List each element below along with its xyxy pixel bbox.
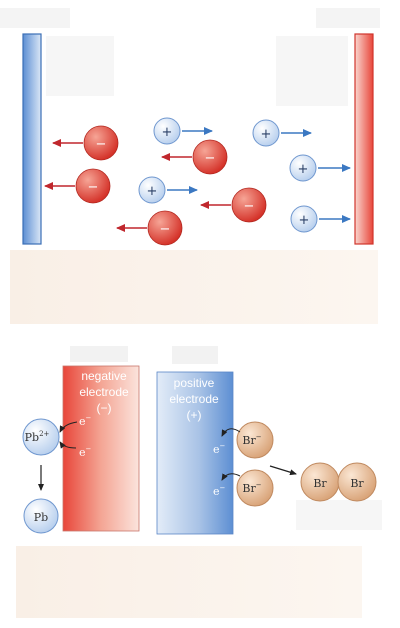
cation <box>252 119 280 147</box>
blank-label-box <box>46 36 114 96</box>
bromide-ion-label: Br− <box>242 433 261 447</box>
cation-sign: + <box>147 184 158 199</box>
electron-path <box>221 473 241 481</box>
bromine-atom-label: Br <box>350 477 364 490</box>
electron-label: e− <box>213 484 226 498</box>
anion <box>147 210 183 246</box>
positive-electrode-label-line1: positive <box>174 376 215 390</box>
cation <box>138 176 166 204</box>
anion <box>75 168 111 204</box>
cation-sign: + <box>298 162 309 177</box>
cation-group: + + + + + <box>138 117 351 233</box>
bromine-atom <box>337 462 377 502</box>
electron-label: e− <box>79 414 92 428</box>
negative-electrode-label-line3: (−) <box>97 401 112 415</box>
lead-atom-label: Pb <box>34 511 48 524</box>
anion <box>83 125 119 161</box>
anion <box>231 187 267 223</box>
electron-path <box>221 428 241 437</box>
blank-label-box <box>172 346 218 364</box>
anion-sign: − <box>88 180 99 195</box>
bromine-atom-label: Br <box>313 477 327 490</box>
blank-label-box <box>70 346 128 362</box>
caption-box <box>10 250 378 324</box>
negative-electrode-label-line2: electrode <box>79 385 129 399</box>
negative-electrode-label-line1: negative <box>81 369 127 383</box>
blank-label-box <box>0 8 70 28</box>
cation-sign: + <box>162 125 173 140</box>
bromide-ion-label: Br− <box>242 481 261 495</box>
bromide-ion <box>236 469 274 507</box>
cation <box>153 117 181 145</box>
lead-ion <box>22 418 60 456</box>
electron-label: e− <box>213 442 226 456</box>
anion <box>192 139 228 175</box>
electron-path <box>59 441 77 449</box>
blank-label-box <box>296 500 382 530</box>
electron-label: e− <box>79 445 92 459</box>
caption-box <box>16 546 362 618</box>
cation <box>290 205 318 233</box>
negative-electrode <box>62 365 140 532</box>
anion-sign: − <box>96 137 107 152</box>
cation-sign: + <box>299 213 310 228</box>
anion-group: − − − − − <box>44 125 267 246</box>
electron-path <box>59 421 78 433</box>
top-positive-electrode <box>354 33 374 245</box>
lead-atom <box>23 498 59 534</box>
blank-label-box <box>316 8 380 28</box>
positive-electrode-label-line2: electrode <box>169 392 219 406</box>
anion-sign: − <box>160 222 171 237</box>
blank-label-box <box>276 36 348 106</box>
anion-sign: − <box>205 151 216 166</box>
positive-electrode-label-line3: (+) <box>187 408 202 422</box>
cation-sign: + <box>261 127 272 142</box>
bromide-ion <box>236 421 274 459</box>
positive-electrode <box>156 371 234 535</box>
cation <box>289 154 317 182</box>
top-negative-electrode <box>22 33 42 245</box>
oxidation-arrow <box>269 465 297 476</box>
anion-sign: − <box>244 199 255 214</box>
lead-ion-label: Pb2+ <box>25 430 50 444</box>
